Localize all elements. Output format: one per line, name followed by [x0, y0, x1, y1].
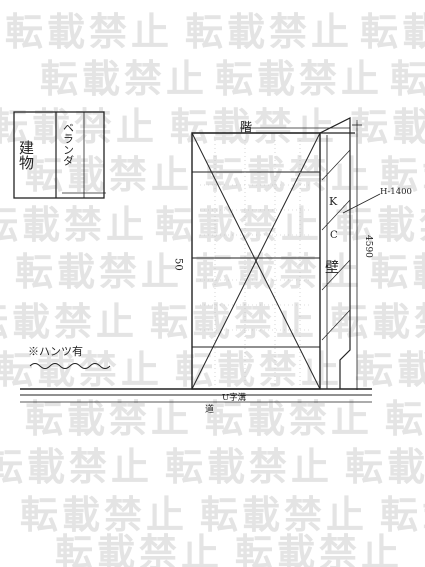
watermark-text: 転載禁止	[25, 153, 193, 197]
plan-top-label: 階	[240, 119, 252, 134]
watermark-text: 転載禁止	[235, 531, 403, 567]
watermark-text: 転載禁止	[185, 10, 353, 54]
watermark-text: 転載禁止	[0, 203, 148, 247]
watermark-text: 転載禁止	[345, 445, 425, 489]
watermark-text: 転載禁止	[170, 105, 338, 149]
watermark-text: 転載禁止	[25, 397, 193, 441]
watermark-text: 転載禁止	[195, 250, 363, 294]
callout-label: H-1400	[380, 187, 412, 197]
watermark-text: 転載禁止	[350, 105, 425, 149]
note-wavy-underline	[29, 363, 111, 369]
wall-hatch	[321, 259, 351, 291]
height-dimension-label: 4590	[363, 235, 373, 258]
wall-hatch	[321, 149, 351, 181]
watermark-text: 転載禁止	[355, 348, 425, 392]
watermark-text: 転載禁止	[15, 250, 183, 294]
watermark-text: 転載禁止	[330, 300, 425, 344]
note-label: ※ハンツ有	[28, 344, 83, 358]
watermark-text: 転載禁止	[380, 153, 425, 197]
watermark-text: 転載禁止	[380, 493, 425, 537]
watermark-text: 転載禁止	[360, 10, 425, 54]
callout-leader	[342, 193, 381, 214]
right-wall-strip	[319, 117, 351, 389]
watermark-text: 転載禁止	[5, 10, 173, 54]
left-dimension-label: 50	[173, 258, 184, 271]
watermark-layer: 転載禁止 転載禁止 転載禁止 転載禁止 転載禁止 転載禁止 転載禁止 転載禁止 …	[0, 10, 425, 567]
road-label: 道	[205, 403, 214, 415]
watermark-text: 転載禁止	[20, 493, 188, 537]
wall-hatch	[321, 309, 351, 341]
plan-texture	[200, 140, 310, 385]
watermark-text: 転載禁止	[150, 300, 318, 344]
gutter-label: U字溝	[222, 392, 247, 403]
watermark-text: 転載禁止	[55, 531, 223, 567]
cross-diagonal	[191, 132, 321, 390]
watermark-text: 転載禁止	[335, 203, 425, 247]
watermark-text: 転載禁止	[0, 348, 163, 392]
wall-label-k: K	[329, 195, 338, 208]
inset-sketch	[13, 111, 106, 199]
main-plan	[20, 117, 381, 403]
watermark-text: 転載禁止	[205, 397, 373, 441]
watermark-text: 転載禁止	[0, 445, 153, 489]
watermark-text: 転載禁止	[215, 57, 383, 101]
watermark-text: 転載禁止	[175, 348, 343, 392]
wall-hatch	[321, 199, 351, 231]
wall-label: 壁	[325, 260, 339, 276]
wall-label-c: C	[330, 230, 338, 241]
watermark-text: 転載禁止	[370, 250, 425, 294]
inset-veranda-label: ベランダ	[62, 122, 75, 166]
watermark-text: 転載禁止	[385, 397, 425, 441]
watermark-text: 転載禁止	[390, 57, 425, 101]
watermark-text: 転載禁止	[155, 203, 323, 247]
inset-building-label: 建物	[17, 140, 35, 171]
watermark-text: 転載禁止	[200, 493, 368, 537]
watermark-text: 転載禁止	[205, 153, 373, 197]
watermark-text: 転載禁止	[0, 300, 138, 344]
watermark-text: 転載禁止	[40, 57, 208, 101]
watermark-text: 転載禁止	[165, 445, 333, 489]
inset-frame	[13, 111, 105, 199]
